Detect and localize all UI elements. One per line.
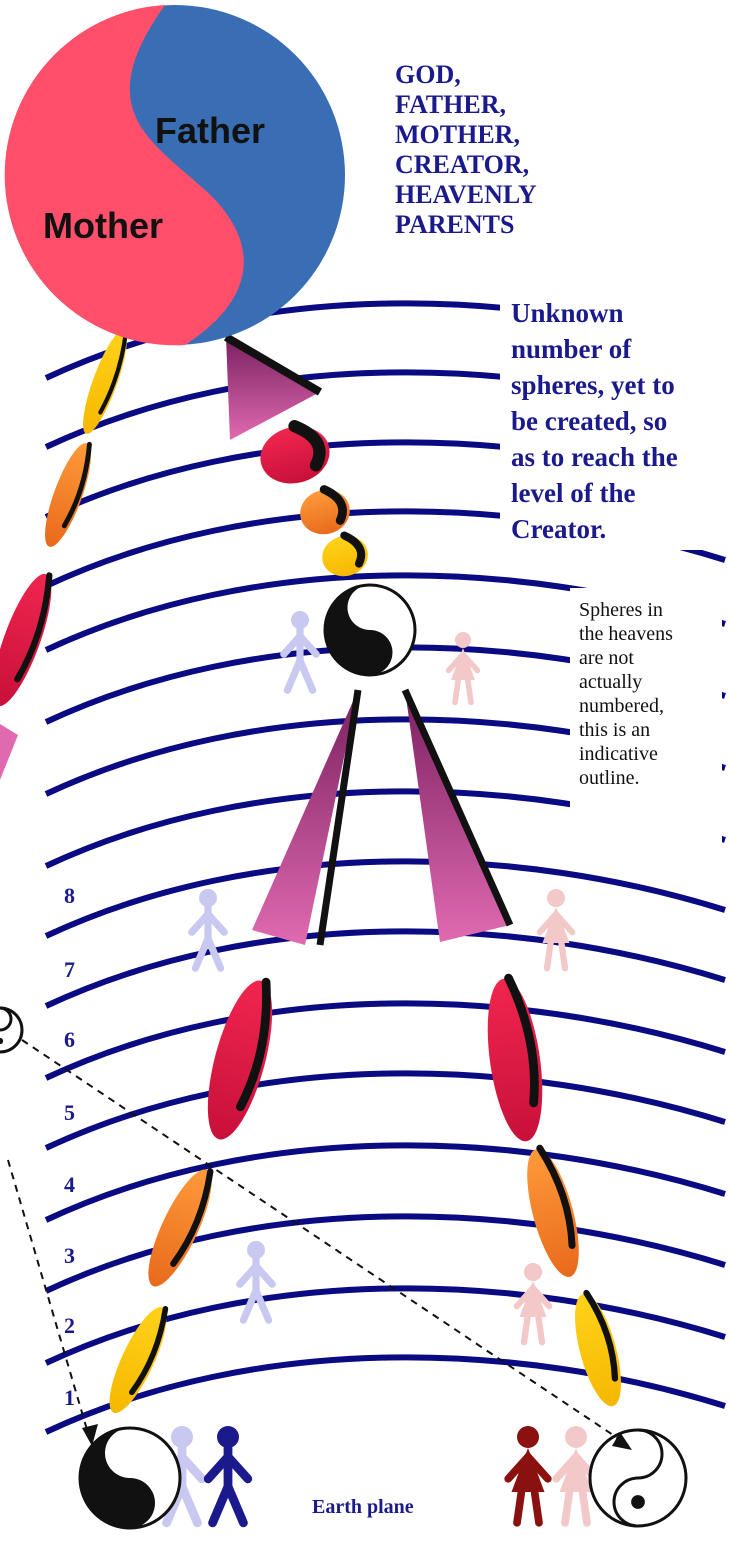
sphere-number: 6 [64, 1027, 75, 1053]
sphere-line [46, 931, 725, 1006]
yy-dot [364, 646, 377, 659]
title-line: GOD, [395, 60, 595, 90]
unknown-line: Creator. [511, 511, 726, 547]
sphere-number: 8 [64, 883, 75, 909]
head [517, 1426, 539, 1448]
unknown-line: spheres, yet to [511, 367, 726, 403]
indicative-note: Spheres in the heavens are not actually … [579, 598, 729, 790]
pod [479, 975, 551, 1144]
note-line: actually [579, 670, 729, 694]
sphere-line [46, 1216, 725, 1291]
unknown-spheres-text: Unknown number of spheres, yet to be cre… [511, 295, 726, 547]
unknown-line: number of [511, 331, 726, 367]
male-figure [240, 1241, 272, 1320]
unknown-line: as to reach the [511, 439, 726, 475]
note-line: indicative [579, 742, 729, 766]
head [455, 632, 471, 648]
body [192, 907, 224, 968]
pod [0, 568, 63, 712]
head [524, 1263, 542, 1281]
dashed-arrow [8, 1160, 90, 1440]
pod [99, 1301, 177, 1420]
yin-yang-icon [325, 585, 415, 675]
title-line: CREATOR, [395, 150, 595, 180]
top-triangle [226, 337, 320, 440]
female-figure [517, 1263, 549, 1342]
sphere-number: 5 [64, 1100, 75, 1126]
note-line: numbered, [579, 694, 729, 718]
yy-dot [123, 1446, 137, 1460]
edge-wedge [0, 724, 18, 780]
sphere-line [46, 1003, 725, 1078]
pod-body [195, 974, 286, 1145]
creator-circle [5, 5, 345, 345]
body [284, 629, 316, 690]
unknown-line: be created, so [511, 403, 726, 439]
mother-label: Mother [43, 205, 163, 247]
pod [254, 419, 336, 491]
note-line: this is an [579, 718, 729, 742]
yy-dot [364, 601, 377, 614]
yin-yang-icon [80, 1428, 180, 1528]
sphere-line [46, 861, 725, 936]
title-line: HEAVENLY [395, 180, 595, 210]
male-figure [284, 611, 316, 690]
note-line: outline. [579, 766, 729, 790]
note-line: Spheres in [579, 598, 729, 622]
earth-plane-label: Earth plane [312, 1496, 414, 1519]
head [547, 889, 565, 907]
sphere-line [46, 1145, 725, 1220]
pod [195, 974, 286, 1145]
note-line: the heavens [579, 622, 729, 646]
title-line: PARENTS [395, 210, 595, 240]
note-line: are not [579, 646, 729, 670]
title-line: FATHER, [395, 90, 595, 120]
male-figure [208, 1426, 248, 1523]
pod [517, 1144, 590, 1282]
male-figure [192, 889, 224, 968]
head [565, 1426, 587, 1448]
unknown-line: Unknown [511, 295, 726, 331]
pod [295, 484, 355, 539]
yin-yang-icon [0, 1008, 22, 1052]
sphere-line [46, 1073, 725, 1148]
father-label: Father [155, 110, 265, 152]
unknown-line: level of the [511, 475, 726, 511]
sphere-number: 7 [64, 957, 75, 983]
title-line: MOTHER, [395, 120, 595, 150]
female-figure [540, 889, 572, 968]
body [208, 1448, 248, 1523]
sphere-number: 4 [64, 1172, 75, 1198]
female-figure [449, 632, 478, 702]
yin-yang-icon [590, 1430, 686, 1526]
yy-dot [123, 1496, 137, 1510]
sphere-number: 3 [64, 1243, 75, 1269]
female-figure [508, 1426, 548, 1523]
yy-dot [631, 1495, 645, 1509]
sphere-number: 1 [64, 1385, 75, 1411]
sphere-number: 2 [64, 1313, 75, 1339]
title-block: GOD, FATHER, MOTHER, CREATOR, HEAVENLY P… [395, 60, 595, 240]
pod-body [0, 568, 63, 712]
body [240, 1259, 272, 1320]
